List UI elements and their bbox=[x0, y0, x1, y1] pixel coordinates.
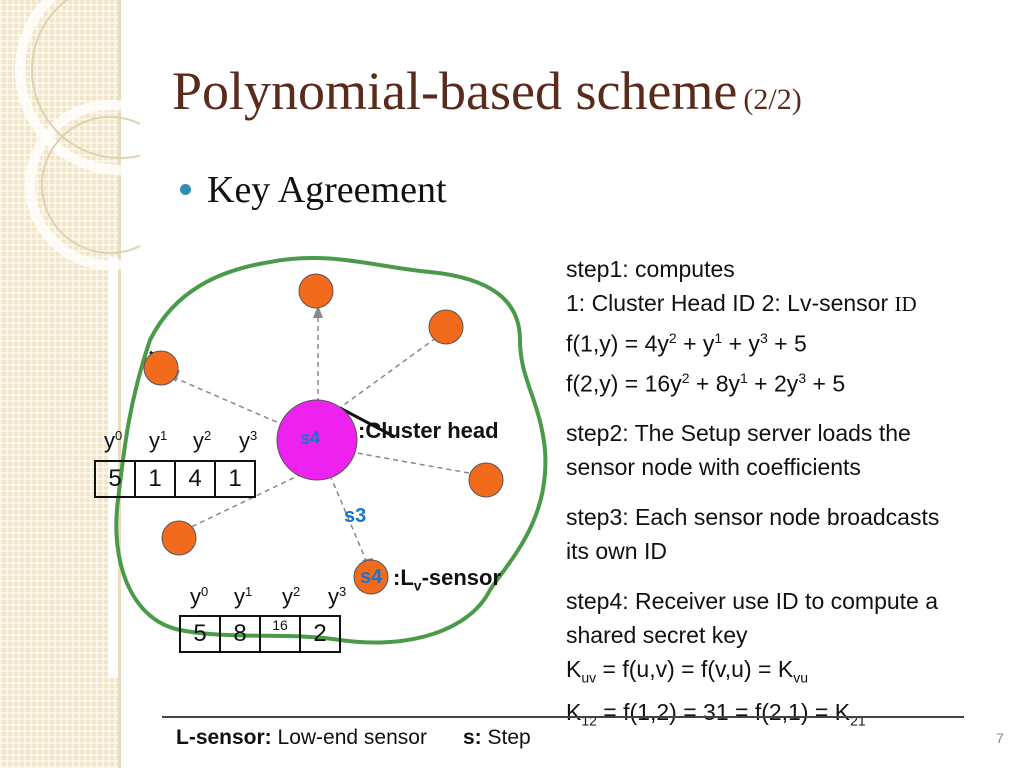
cluster-head-node-label: s4 bbox=[300, 428, 321, 448]
coefficient-table-2: 5 8 16 2 bbox=[179, 615, 341, 653]
formula-k2: K12 = f(1,2) = 31 = f(2,1) = K21 bbox=[566, 698, 866, 729]
table-cell: 5 bbox=[179, 615, 221, 653]
bullet-dot-icon bbox=[180, 183, 191, 195]
formula-f1: f(1,y) = 4y2 + y1 + y3 + 5 bbox=[566, 330, 807, 357]
coefficient-table-1: 5 1 4 1 bbox=[94, 460, 256, 498]
steps-panel: step1: computes 1: Cluster Head ID 2: Lv… bbox=[566, 252, 1024, 738]
sensor-node bbox=[298, 273, 334, 309]
step3-label: s3 bbox=[344, 505, 367, 527]
step2-line2: sensor node with coefficients bbox=[566, 454, 861, 481]
sensor-node bbox=[468, 462, 504, 498]
step3-line1: step3: Each sensor node broadcasts bbox=[566, 504, 940, 531]
table-cell: 8 bbox=[219, 615, 261, 653]
step1-line1: step1: computes bbox=[566, 256, 735, 282]
formula-f2: f(2,y) = 16y2 + 8y1 + 2y3 + 5 bbox=[566, 369, 846, 397]
sensor-node bbox=[143, 350, 179, 386]
step4-line2: shared secret key bbox=[566, 622, 748, 649]
cluster-outline bbox=[114, 255, 548, 645]
table-cell: 2 bbox=[299, 615, 341, 653]
table-cell: 4 bbox=[174, 460, 216, 498]
footer-divider bbox=[162, 716, 964, 718]
lv-sensor-node bbox=[353, 559, 389, 595]
page-number: 7 bbox=[996, 730, 1004, 746]
lv-sensor-label: :Lv-sensor bbox=[393, 565, 502, 594]
cluster-head-label: :Cluster head bbox=[358, 418, 499, 443]
title-main: Polynomial-based scheme bbox=[172, 61, 738, 121]
decorative-band-edge bbox=[118, 0, 121, 768]
network-diagram bbox=[108, 255, 548, 678]
step3-line2: its own ID bbox=[566, 538, 667, 565]
bullet-text: Key Agreement bbox=[207, 169, 447, 211]
step1-line2: 1: Cluster Head ID 2: Lv-sensor ID bbox=[566, 290, 917, 316]
table-cell: 16 bbox=[259, 615, 301, 653]
title-sub: (2/2) bbox=[743, 83, 802, 116]
step2-line1: step2: The Setup server loads the bbox=[566, 420, 911, 447]
step4-line1: step4: Receiver use ID to compute a bbox=[566, 588, 939, 615]
formula-k1: Kuv = f(u,v) = f(v,u) = Kvu bbox=[566, 656, 808, 686]
slide-title: Polynomial-based scheme(2/2) bbox=[172, 60, 802, 122]
cluster-head-node bbox=[276, 399, 358, 481]
lv-node-label: s4 bbox=[360, 566, 383, 588]
sensor-node bbox=[428, 309, 464, 345]
table-cell: 1 bbox=[214, 460, 256, 498]
table-cell: 1 bbox=[134, 460, 176, 498]
sensor-node bbox=[161, 520, 197, 556]
table-cell: 5 bbox=[94, 460, 136, 498]
bullet-key-agreement: Key Agreement bbox=[180, 168, 447, 212]
